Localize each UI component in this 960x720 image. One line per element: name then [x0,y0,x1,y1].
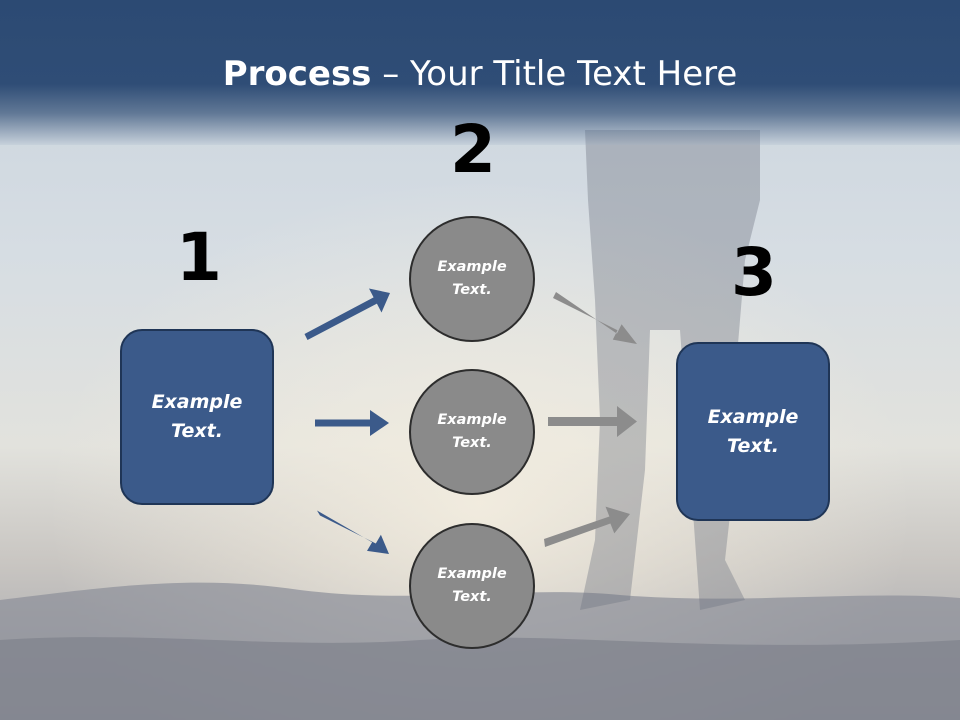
arrow-bottom-to-right [544,506,630,547]
arrow-left-to-bottom [317,510,389,554]
circle-top: Example Text. [409,216,535,342]
right-box-text: Example Text. [707,405,799,457]
step-number-3: 3 [731,234,777,311]
circle-middle: Example Text. [409,369,535,495]
title-bold: Process [222,54,372,94]
arrow-middle-to-right [548,406,637,437]
circle-bottom-text: Example Text. [437,566,507,605]
circle-bottom: Example Text. [409,523,535,649]
slide-title: Process – Your Title Text Here [0,52,960,96]
circle-top-text: Example Text. [437,259,507,298]
arrow-left-to-middle [315,410,389,436]
title-bar [0,0,960,145]
arrow-top-to-right [553,292,637,344]
step-number-1: 1 [176,219,222,296]
step-number-2: 2 [450,111,496,188]
left-box-text: Example Text. [151,391,243,442]
arrow-left-to-top [304,288,390,340]
circle-middle-text: Example Text. [437,412,507,451]
left-process-box: Example Text. [120,329,274,505]
right-process-box: Example Text. [676,342,830,521]
title-rest: – Your Title Text Here [371,54,738,94]
